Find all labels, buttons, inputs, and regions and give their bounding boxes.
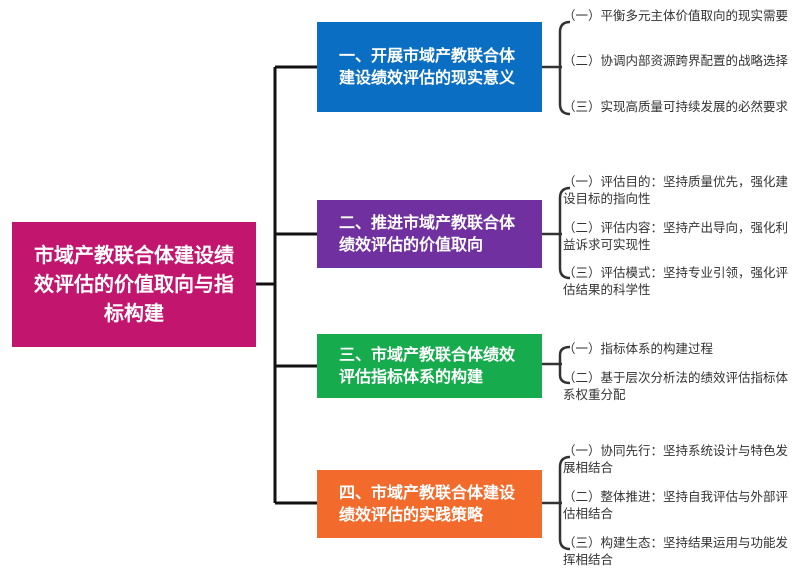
branch-3-bracket (558, 345, 571, 385)
branch-node-1[interactable]: 一、开展市域产教联合体建设绩效评估的现实意义 (317, 22, 542, 112)
branch-1-bracket (558, 20, 571, 116)
main-connector (256, 65, 317, 505)
leaf-node[interactable]: （一）评估目的：坚持质量优先，强化建设目标的指向性 (563, 174, 789, 206)
leaf-node[interactable]: （二）整体推进：坚持自我评估与外部评估相结合 (563, 489, 789, 521)
branch-4-bracket (558, 455, 571, 551)
branch-node-4[interactable]: 四、市域产教联合体建设绩效评估的实践策略 (317, 470, 542, 538)
leaf-node[interactable]: （三）构建生态：坚持结果运用与功能发挥相结合 (563, 535, 789, 567)
root-node[interactable]: 市域产教联合体建设绩效评估的价值取向与指标构建 (12, 222, 256, 347)
leaf-node[interactable]: （二）基于层次分析法的绩效评估指标体系权重分配 (563, 370, 789, 402)
leaf-node[interactable]: （一）协同先行：坚持系统设计与特色发展相结合 (563, 443, 789, 475)
branch-node-2[interactable]: 二、推进市域产教联合体绩效评估的价值取向 (317, 200, 542, 268)
leaf-node[interactable]: （三）实现高质量可持续发展的必然要求 (563, 99, 789, 114)
leaf-node[interactable]: （一）平衡多元主体价值取向的现实需要 (563, 8, 789, 23)
leaf-node[interactable]: （三）评估模式：坚持专业引领，强化评估结果的科学性 (563, 265, 789, 297)
branch-node-3[interactable]: 三、市域产教联合体绩效评估指标体系的构建 (317, 334, 542, 398)
leaf-node[interactable]: （二）协调内部资源跨界配置的战略选择 (563, 53, 789, 68)
branch-2-bracket (558, 186, 571, 280)
leaf-node[interactable]: （一）指标体系的构建过程 (563, 341, 714, 356)
leaf-node[interactable]: （二）评估内容：坚持产出导向，强化利益诉求可实现性 (563, 220, 789, 252)
